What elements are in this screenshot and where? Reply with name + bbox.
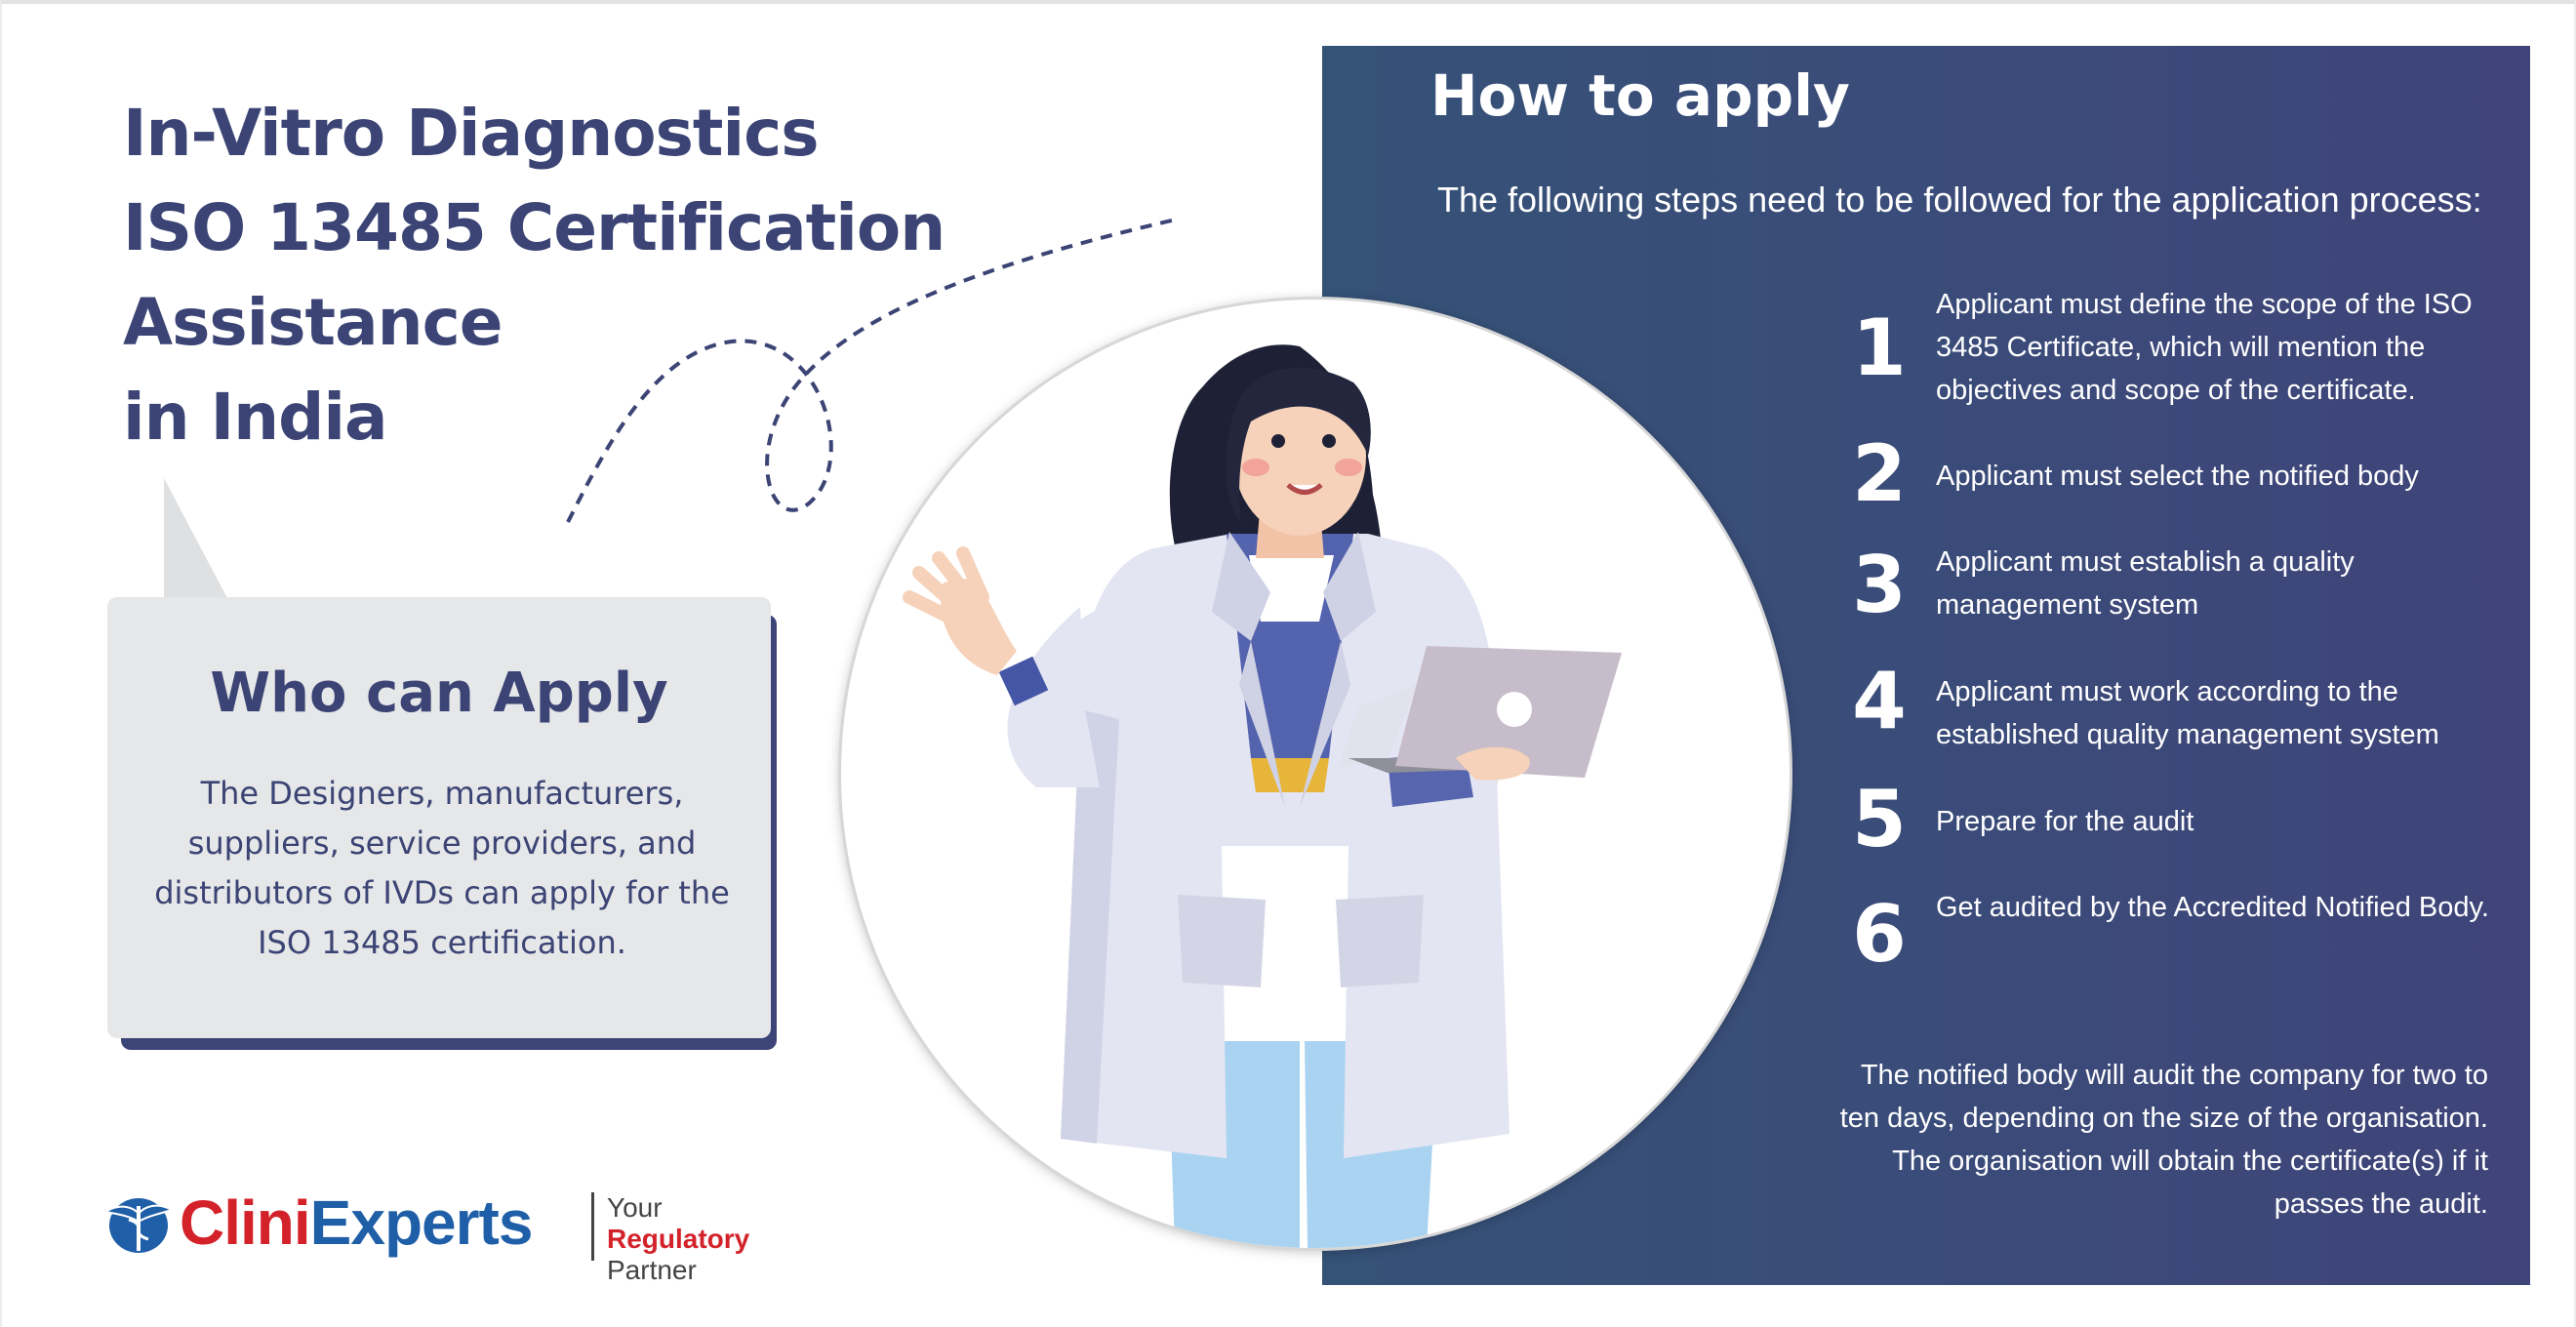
closing-note: The notified body will audit the company… <box>1839 1060 2488 1220</box>
step-text-3: Applicant must establish a quality manag… <box>1936 546 2355 621</box>
title-line-2: ISO 13485 Certification <box>123 190 946 265</box>
doctor-illustration-circle <box>841 300 1790 1248</box>
title-line-4: in India <box>123 380 388 455</box>
tagline-partner: Partner <box>607 1255 697 1285</box>
tagline-line-1: Your <box>607 1192 663 1223</box>
logo-divider <box>591 1192 594 1261</box>
title-line-1: In-Vitro Diagnostics <box>123 96 819 171</box>
step-number-6: 6 <box>1852 889 1907 980</box>
step-text-6: Get audited by the Accredited Notified B… <box>1936 892 2489 923</box>
cliniexperts-logo: CliniExperts Your Regulatory Partner <box>101 1186 843 1285</box>
step-number-5: 5 <box>1852 774 1907 865</box>
who-can-apply-text: The Designers, manufacturers, suppliers,… <box>154 775 730 961</box>
tagline-regulatory: Regulatory <box>607 1224 750 1254</box>
step-text-1: Applicant must define the scope of the I… <box>1936 289 2473 406</box>
speech-bubble-tail <box>164 478 228 600</box>
logo-tagline: Your Regulatory Partner <box>607 1192 843 1286</box>
page-title: In-Vitro Diagnostics ISO 13485 Certifica… <box>123 86 946 464</box>
step-number-1: 1 <box>1852 302 1907 393</box>
step-number-2: 2 <box>1852 428 1907 519</box>
step-text-4: Applicant must work according to the est… <box>1936 676 2439 750</box>
who-can-apply-card <box>107 597 771 1038</box>
logo-wordmark: CliniExperts <box>180 1186 534 1259</box>
how-to-apply-subtitle: The following steps need to be followed … <box>1437 180 2482 220</box>
dashed-loop-decoration <box>566 218 1177 523</box>
doctor-illustration <box>903 344 1622 1248</box>
step-text-5: Prepare for the audit <box>1936 806 2194 837</box>
who-can-apply-title: Who can Apply <box>210 662 668 725</box>
step-number-3: 3 <box>1852 540 1907 630</box>
step-number-4: 4 <box>1852 656 1907 746</box>
logo-wordmark-part-2: Experts <box>309 1187 534 1258</box>
caduceus-globe-icon <box>102 1198 174 1253</box>
logo-wordmark-part-1: Clini <box>180 1187 311 1258</box>
step-text-2: Applicant must select the notified body <box>1936 461 2419 492</box>
how-to-apply-title: How to apply <box>1430 62 1850 129</box>
title-line-3: Assistance <box>123 285 503 360</box>
